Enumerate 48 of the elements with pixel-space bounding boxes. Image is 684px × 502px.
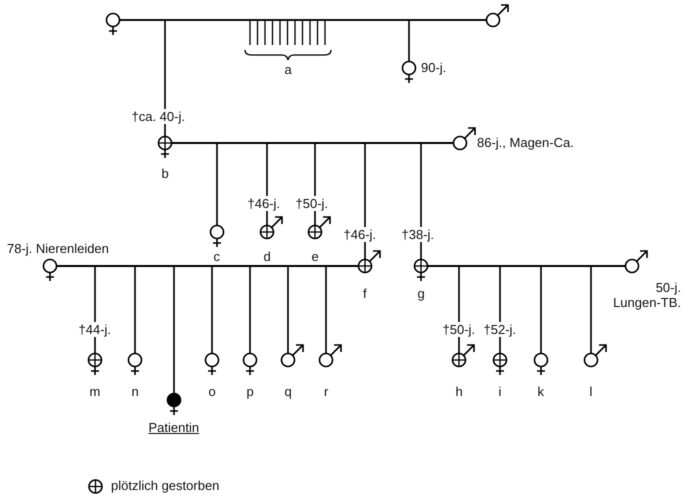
person-note: †46-j. <box>342 227 378 242</box>
person-note: †38-j. <box>400 227 436 242</box>
female-deceased-symbol <box>413 258 429 282</box>
person-note: †46-j. <box>246 196 282 211</box>
male-symbol <box>485 3 510 28</box>
legend-text: plötzlich gestorben <box>110 478 220 493</box>
male-symbol <box>452 126 477 151</box>
person-note: i <box>498 384 502 399</box>
person-note: b <box>160 166 170 181</box>
female-deceased-symbol <box>492 352 508 376</box>
person-note: l <box>588 384 594 399</box>
female-deceased-symbol <box>87 352 103 376</box>
male-symbol <box>583 343 608 368</box>
female-symbol <box>401 60 417 84</box>
pedigree-line <box>590 265 626 354</box>
person-note: f <box>362 286 368 301</box>
person-note: †50-j. <box>442 322 476 337</box>
male-symbol <box>624 249 649 274</box>
proband-label: Patientin <box>148 420 200 435</box>
female-symbol <box>204 352 220 376</box>
female-deceased-symbol <box>157 135 173 159</box>
person-note: k <box>536 384 545 399</box>
pedigree-line <box>325 265 358 354</box>
female-symbol <box>209 224 225 248</box>
person-note: d <box>262 249 272 264</box>
pedigree-line <box>408 19 486 62</box>
person-note: 78-j. Nierenleiden <box>6 241 110 256</box>
female-symbol <box>42 258 58 282</box>
male-symbol <box>318 343 343 368</box>
person-note: †52-j. <box>482 322 518 337</box>
female-symbol <box>105 12 121 36</box>
female-symbol <box>242 352 258 376</box>
person-note: h <box>454 384 464 399</box>
person-note: †44-j. <box>78 322 112 337</box>
female-symbol <box>127 352 143 376</box>
male-symbol <box>280 343 305 368</box>
female-symbol <box>533 352 549 376</box>
person-note: 90-j. <box>420 60 448 75</box>
person-note: †50-j. <box>294 196 330 211</box>
filled-female-symbol <box>166 392 182 416</box>
person-note: 86-j., Magen-Ca. <box>476 135 575 150</box>
person-note: †ca. 40-j. <box>130 109 186 124</box>
male-deceased-symbol <box>259 215 284 240</box>
male-deceased-symbol <box>307 215 332 240</box>
male-deceased-symbol <box>451 343 476 368</box>
male-deceased-symbol <box>357 249 382 274</box>
person-note: 50-j. Lungen-TB. <box>612 280 682 310</box>
pedigree-line <box>420 142 454 260</box>
